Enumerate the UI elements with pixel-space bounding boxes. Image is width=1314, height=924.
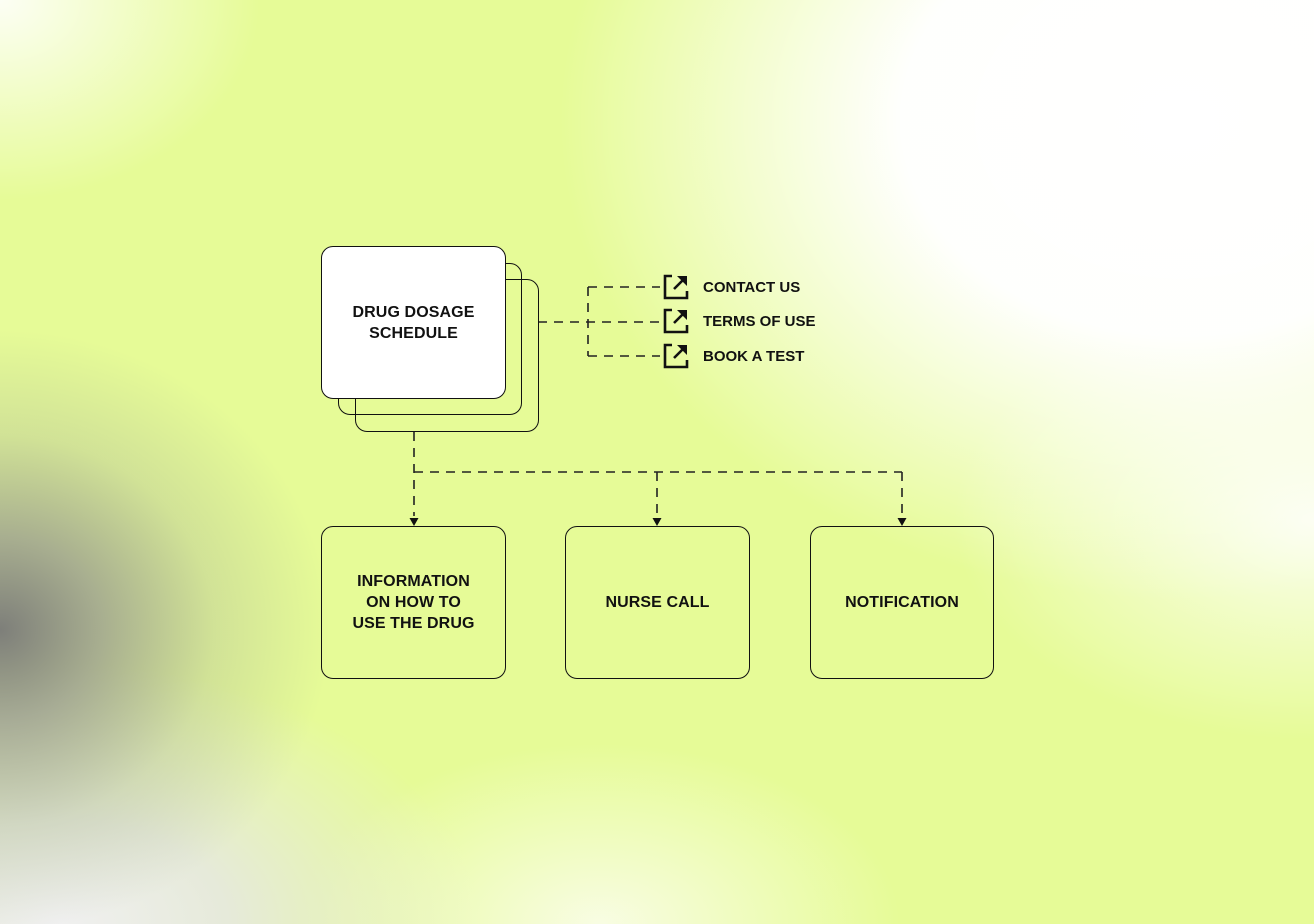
node-information-on-how-to-use-the-drug[interactable]: INFORMATION ON HOW TO USE THE DRUG xyxy=(321,526,506,679)
root-card-drug-dosage-schedule[interactable]: DRUG DOSAGE SCHEDULE xyxy=(321,246,506,399)
root-label-line2: SCHEDULE xyxy=(369,324,458,342)
arrowhead-notification xyxy=(897,518,907,526)
arrowhead-nurse xyxy=(652,518,662,526)
link-label: CONTACT US xyxy=(703,278,801,296)
node-label-line2: ON HOW TO xyxy=(366,594,461,611)
link-book-a-test[interactable]: BOOK A TEST xyxy=(663,343,804,369)
external-link-icon xyxy=(663,274,689,300)
node-label-line3: USE THE DRUG xyxy=(352,615,475,632)
external-link-icon xyxy=(663,343,689,369)
external-link-icon xyxy=(663,308,689,334)
node-label: NURSE CALL xyxy=(605,594,710,611)
node-nurse-call[interactable]: NURSE CALL xyxy=(565,526,750,679)
node-label-line1: INFORMATION xyxy=(357,573,470,590)
link-label: TERMS OF USE xyxy=(703,312,816,330)
link-terms-of-use[interactable]: TERMS OF USE xyxy=(663,308,816,334)
link-contact-us[interactable]: CONTACT US xyxy=(663,274,800,300)
root-label-line1: DRUG DOSAGE xyxy=(352,303,475,321)
node-label: NOTIFICATION xyxy=(845,594,959,611)
arrowhead-info xyxy=(409,518,419,526)
node-notification[interactable]: NOTIFICATION xyxy=(810,526,994,679)
link-label: BOOK A TEST xyxy=(703,347,805,365)
